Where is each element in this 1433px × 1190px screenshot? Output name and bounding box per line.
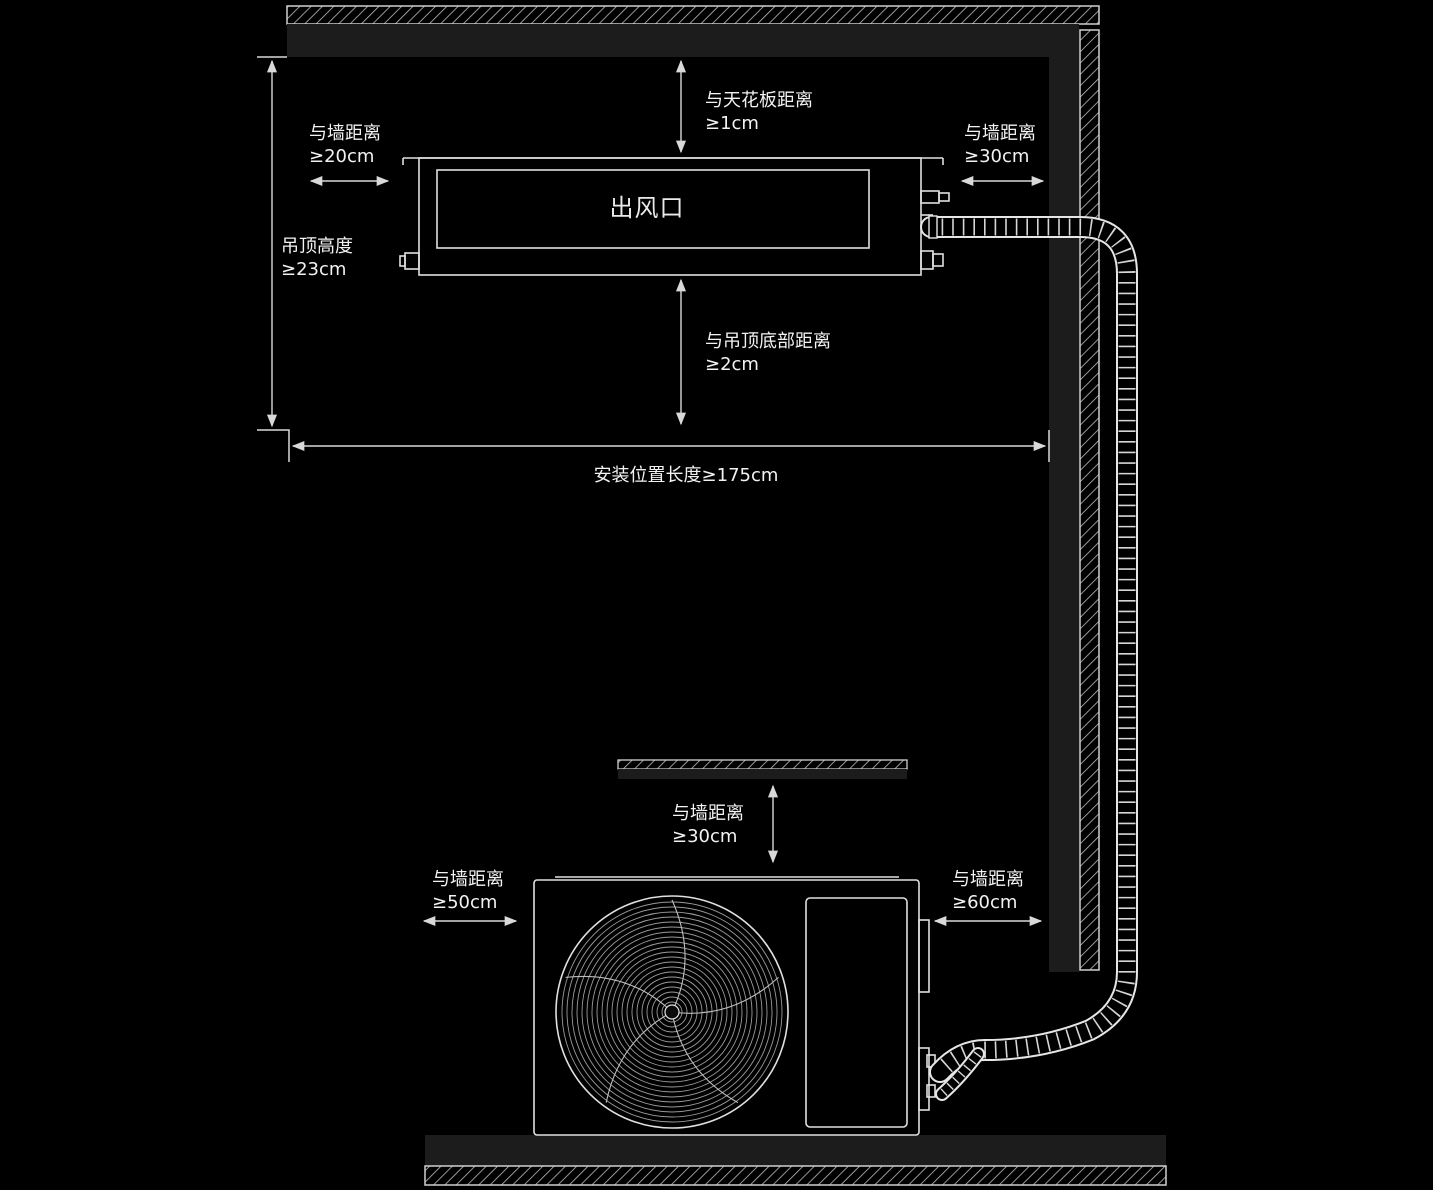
indoor-right-wall-gap-label: 与墙距离 ≥30cm xyxy=(964,123,1036,167)
ceiling xyxy=(286,5,1100,57)
ceiling-height-label: 吊顶高度 ≥23cm xyxy=(281,236,353,280)
floor xyxy=(424,1135,1167,1186)
install-length-label: 安装位置长度≥175cm xyxy=(593,465,779,486)
outdoor-unit xyxy=(533,876,936,1136)
outdoor-back-wall-gap-label: 与墙距离 ≥30cm xyxy=(672,803,744,847)
bottom-gap-label: 与吊顶底部距离 ≥2cm xyxy=(705,331,831,375)
outdoor-left-wall-gap-label: 与墙距离 ≥50cm xyxy=(432,869,504,913)
indoor-unit xyxy=(399,157,950,276)
fan-grille-icon xyxy=(555,895,789,1129)
dimension-arrows xyxy=(266,59,1047,927)
indoor-left-wall-gap-label: 与墙距离 ≥20cm xyxy=(309,123,381,167)
outdoor-right-wall-gap-label: 与墙距离 ≥60cm xyxy=(952,869,1024,913)
air-outlet-label: 出风口 xyxy=(609,194,685,222)
air-outlet xyxy=(436,169,870,249)
suspended-ceiling-marks xyxy=(257,56,1050,462)
refrigerant-pipe-icon xyxy=(920,215,1138,1101)
service-panel xyxy=(805,897,908,1128)
ceiling-gap-label: 与天花板距离 ≥1cm xyxy=(705,90,813,134)
outdoor-back-wall xyxy=(617,759,908,779)
right-wall xyxy=(1049,24,1100,972)
